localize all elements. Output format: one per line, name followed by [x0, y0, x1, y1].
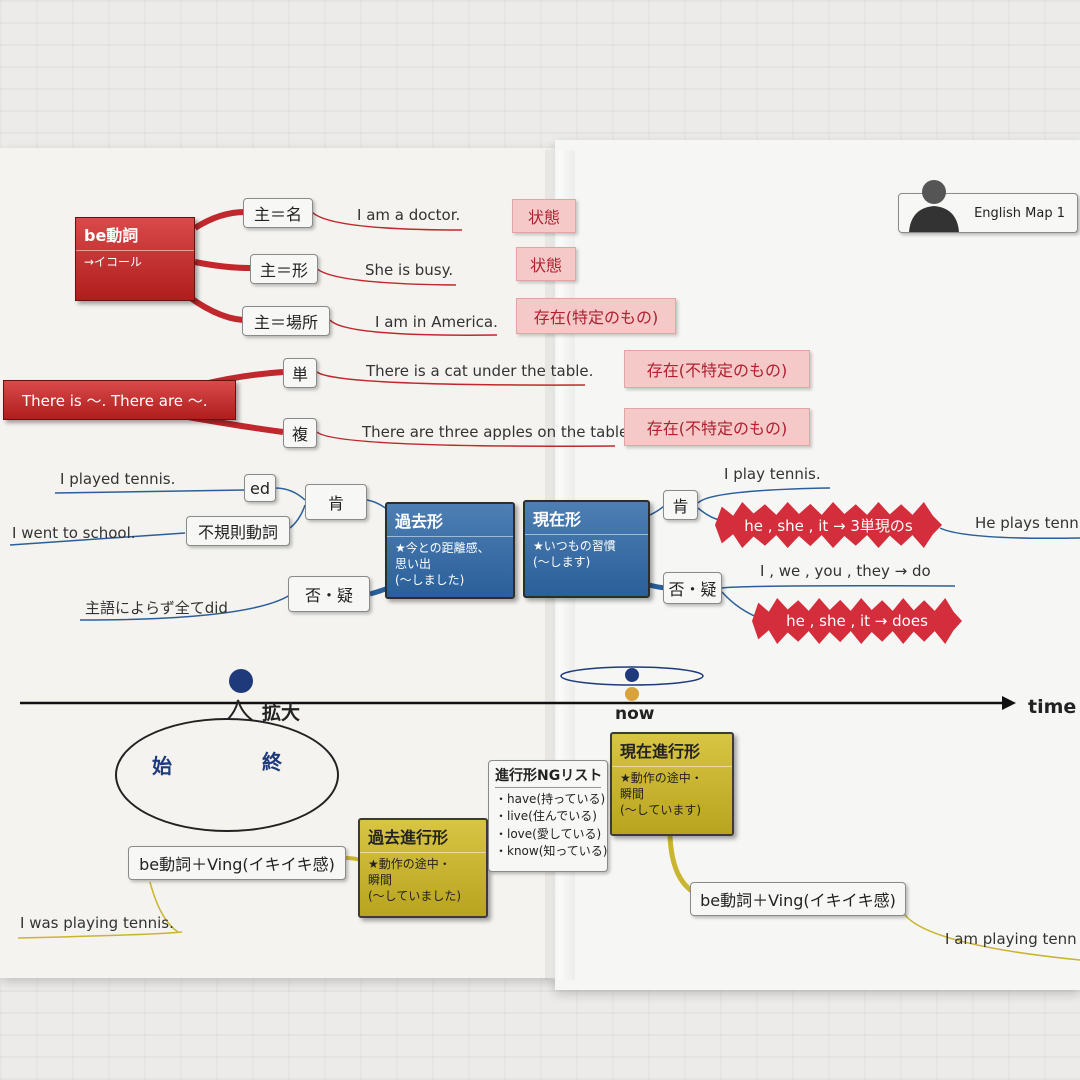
- label-singular: 単: [283, 358, 317, 388]
- header-title: English Map 1: [974, 205, 1065, 221]
- sentence-went-school: I went to school.: [12, 524, 136, 542]
- present-progressive-box: 現在進行形 ★動作の途中・ 瞬間 (～しています): [610, 732, 734, 836]
- sentence-apples: There are three apples on the table.: [362, 423, 634, 441]
- sentence-doctor: I am a doctor.: [357, 206, 461, 224]
- ng-list-item: ・love(愛している): [495, 826, 602, 841]
- rule-third-person-s: he , she , it → 3単現のs: [715, 502, 942, 548]
- past-tense-desc: ★今との距離感、 思い出 (～しました): [395, 541, 490, 588]
- label-past-affirmative: 肯: [305, 484, 367, 520]
- be-verb-subtitle: →イコール: [84, 255, 143, 269]
- tag-existence-specific: 存在(特定のもの): [516, 298, 676, 334]
- label-plural: 複: [283, 418, 317, 448]
- be-verb-title: be動詞: [76, 218, 194, 251]
- label-past-negative: 否・疑: [288, 576, 370, 612]
- start-label: 始: [152, 754, 172, 778]
- sentence-play-tennis: I play tennis.: [724, 465, 821, 483]
- now-label: now: [615, 704, 655, 724]
- tag-existence-unspecific-2: 存在(不特定のもの): [624, 408, 810, 446]
- time-label: time: [1028, 696, 1077, 718]
- past-tense-box: 過去形 ★今との距離感、 思い出 (～しました): [385, 502, 515, 599]
- zoom-label: 拡大: [262, 702, 301, 724]
- present-tense-box: 現在形 ★いつもの習慣 (～します): [523, 500, 650, 598]
- zoom-bubble: [115, 718, 339, 832]
- past-progressive-box: 過去進行形 ★動作の途中・ 瞬間 (～していました): [358, 818, 488, 918]
- present-tense-desc: ★いつもの習慣 (～します): [533, 539, 616, 570]
- sentence-am-playing: I am playing tenn: [945, 930, 1077, 948]
- label-present-negative: 否・疑: [663, 572, 722, 604]
- avatar-icon: [905, 178, 963, 232]
- tag-existence-unspecific-1: 存在(不特定のもの): [624, 350, 810, 388]
- label-present-affirmative: 肯: [663, 490, 698, 520]
- sentence-america: I am in America.: [375, 313, 498, 331]
- end-label: 終: [262, 750, 282, 774]
- english-map-header: English Map 1: [898, 180, 1078, 233]
- ng-list-item: ・live(住んでいる): [495, 809, 597, 824]
- sentence-busy: She is busy.: [365, 261, 454, 279]
- past-progressive-desc: ★動作の途中・ 瞬間 (～していました): [368, 857, 462, 904]
- tag-state-1: 状態: [512, 199, 576, 233]
- label-subject-adjective: 主＝形: [250, 254, 318, 284]
- rule-do: I , we , you , they → do: [760, 562, 931, 580]
- present-progressive-title: 現在進行形: [612, 734, 732, 767]
- be-verb-box: be動詞 →イコール: [75, 217, 195, 301]
- past-tense-title: 過去形: [387, 504, 513, 537]
- sentence-he-plays: He plays tenn: [975, 514, 1079, 532]
- ng-list-item: ・know(知っている): [495, 844, 608, 859]
- present-progressive-formula: be動詞＋Ving(イキイキ感): [690, 882, 906, 916]
- ng-list-box: 進行形NGリスト ・have(持っている) ・live(住んでいる) ・love…: [488, 760, 608, 872]
- past-progressive-title: 過去進行形: [360, 820, 486, 853]
- sentence-was-playing: I was playing tennis.: [20, 914, 174, 932]
- present-progressive-desc: ★動作の途中・ 瞬間 (～しています): [620, 771, 703, 818]
- label-irregular-verb: 不規則動詞: [186, 516, 290, 546]
- sentence-did-rule: 主語によらず全てdid: [85, 599, 228, 617]
- past-progressive-formula: be動詞＋Ving(イキイキ感): [128, 846, 346, 880]
- sentence-played-tennis: I played tennis.: [60, 470, 176, 488]
- tag-state-2: 状態: [516, 247, 576, 281]
- ng-list-item: ・have(持っている): [495, 792, 606, 806]
- sentence-cat: There is a cat under the table.: [366, 362, 594, 380]
- ng-list-title: 進行形NGリスト: [495, 765, 602, 788]
- label-ed: ed: [244, 474, 276, 502]
- there-is-box: There is ～. There are ～.: [3, 380, 236, 420]
- present-tense-title: 現在形: [525, 502, 648, 535]
- label-subject-place: 主＝場所: [242, 306, 330, 336]
- label-subject-noun: 主＝名: [243, 198, 313, 228]
